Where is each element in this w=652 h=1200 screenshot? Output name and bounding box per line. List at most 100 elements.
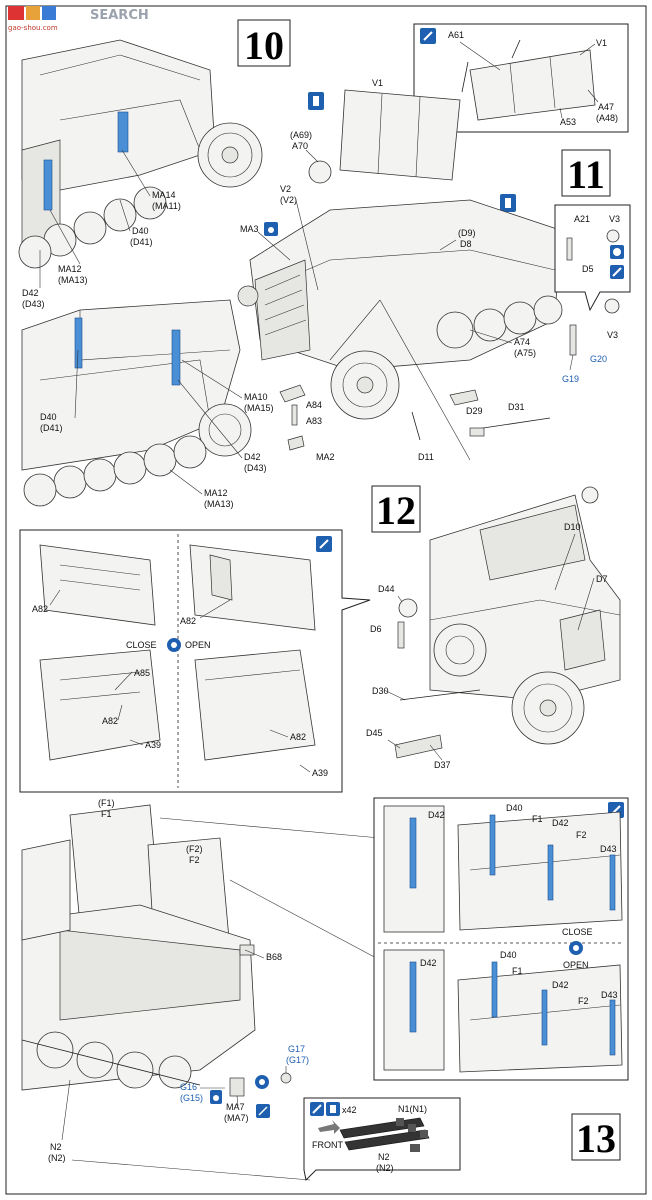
watermark: SEARCH gao-shou.com xyxy=(8,6,149,32)
label-ma15: (MA15) xyxy=(244,403,274,413)
vehicle-rear-view-lower xyxy=(21,299,252,507)
part-ma7 xyxy=(229,1077,245,1097)
label-ma13-lower: (MA13) xyxy=(204,499,234,509)
label-f2: F2 xyxy=(189,855,200,865)
label-g17-paren: (G17) xyxy=(286,1055,309,1065)
label-d42-close-right: D42 xyxy=(552,818,569,828)
label-a83: A83 xyxy=(306,416,322,426)
label-d44: D44 xyxy=(378,584,395,594)
label-a84: A84 xyxy=(306,400,322,410)
step-number: 10 xyxy=(244,23,284,68)
vehicle-rear-view-step13 xyxy=(21,839,256,1091)
mirror-arm-part xyxy=(569,324,577,356)
headlight-part xyxy=(398,598,418,618)
vehicle-rear-view-upper xyxy=(18,39,263,269)
label-f1: F1 xyxy=(101,809,112,819)
label-d7: D7 xyxy=(596,574,608,584)
label-n1: N1(N1) xyxy=(398,1104,427,1114)
label-f2-close: F2 xyxy=(576,830,587,840)
label-open: OPEN xyxy=(185,640,211,650)
label-d5: D5 xyxy=(582,264,594,274)
label-v1: V1 xyxy=(372,78,383,88)
label-d43-open: D43 xyxy=(601,990,618,1000)
label-n2-tracks-paren: (N2) xyxy=(376,1163,394,1173)
step-number: 12 xyxy=(376,488,416,533)
watermark-logo-icon xyxy=(42,6,56,20)
label-f2-open: F2 xyxy=(578,996,589,1006)
label-d43-close: D43 xyxy=(600,844,617,854)
label-b68: B68 xyxy=(266,952,282,962)
vehicle-side-view xyxy=(429,494,621,745)
label-ma13: (MA13) xyxy=(58,275,88,285)
sand-icon xyxy=(256,1104,270,1118)
label-a82-open-lower: A82 xyxy=(290,732,306,742)
label-open-13: OPEN xyxy=(563,960,589,970)
paint-icon xyxy=(420,28,436,44)
label-d10: D10 xyxy=(564,522,581,532)
label-d42-lower: D42 xyxy=(244,452,261,462)
label-x42: x42 xyxy=(342,1105,357,1115)
label-ma3: MA3 xyxy=(240,224,259,234)
label-d42-close: D42 xyxy=(428,810,445,820)
label-v3: V3 xyxy=(609,214,620,224)
label-front: FRONT xyxy=(312,1140,343,1150)
cement-icon xyxy=(500,194,516,212)
label-a69: (A69) xyxy=(290,130,312,140)
label-a82-close-lower: A82 xyxy=(102,716,118,726)
label-d37: D37 xyxy=(434,760,451,770)
label-d40-close: D40 xyxy=(506,803,523,813)
label-ma12: MA12 xyxy=(58,264,82,274)
arrow-icon xyxy=(318,1120,340,1134)
step-number: 13 xyxy=(576,1116,616,1161)
label-a74: A74 xyxy=(514,337,530,347)
label-d8: D8 xyxy=(460,239,472,249)
label-a82-open: A82 xyxy=(180,616,196,626)
label-v2-paren: (V2) xyxy=(280,195,297,205)
label-d41: (D41) xyxy=(130,237,153,247)
mirror-v2 xyxy=(308,160,332,184)
label-v2: V2 xyxy=(280,184,291,194)
step-number: 11 xyxy=(567,152,605,197)
mirror-part xyxy=(581,486,599,504)
label-a21: A21 xyxy=(574,214,590,224)
watermark-subtext: gao-shou.com xyxy=(8,24,58,32)
label-ma14: MA14 xyxy=(152,190,176,200)
paint-icon xyxy=(316,536,332,552)
label-a70: A70 xyxy=(292,141,308,151)
step-number-box xyxy=(371,485,421,533)
step-number-box xyxy=(561,149,611,197)
label-d43: (D43) xyxy=(22,299,45,309)
label-d6: D6 xyxy=(370,624,382,634)
label-ma7-paren: (MA7) xyxy=(224,1113,249,1123)
step-12: 12 A82 A82 CLOSE OPEN A85 A82 A39 A82 A3… xyxy=(19,485,621,793)
label-n2-paren: (N2) xyxy=(48,1153,66,1163)
page-frame xyxy=(5,5,647,1195)
label-d11: D11 xyxy=(418,452,434,462)
step-number-box xyxy=(571,1113,621,1161)
label-d42: D42 xyxy=(22,288,39,298)
step-number-box xyxy=(237,19,291,67)
label-d41-lower: (D41) xyxy=(40,423,63,433)
label-a48: (A48) xyxy=(596,113,618,123)
paint-icon xyxy=(610,265,624,279)
label-ma11: (MA11) xyxy=(152,201,181,211)
step-10: 10 MA14 (MA11) D40 (D41) MA12 (MA13) D42… xyxy=(18,19,291,509)
label-d40-lower: D40 xyxy=(40,412,57,422)
label-a61: A61 xyxy=(448,30,464,40)
label-g16: G16 xyxy=(180,1082,197,1092)
label-ma10: MA10 xyxy=(244,392,268,402)
label-a47: A47 xyxy=(598,102,614,112)
label-v1-detail: V1 xyxy=(596,38,607,48)
track-links xyxy=(339,1117,430,1152)
label-n2: N2 xyxy=(50,1142,62,1152)
label-d40-open: D40 xyxy=(500,950,517,960)
label-a82: A82 xyxy=(32,604,48,614)
label-d42-open-right: D42 xyxy=(552,980,569,990)
label-d30: D30 xyxy=(372,686,389,696)
step-13: (F1) F1 (F2) F2 B68 G17 (G17) G16 (G15) … xyxy=(21,797,629,1182)
cement-icon xyxy=(326,1102,340,1116)
paint-icon xyxy=(264,222,278,236)
label-f1-close: F1 xyxy=(532,814,543,824)
label-f1-open: F1 xyxy=(512,966,523,976)
